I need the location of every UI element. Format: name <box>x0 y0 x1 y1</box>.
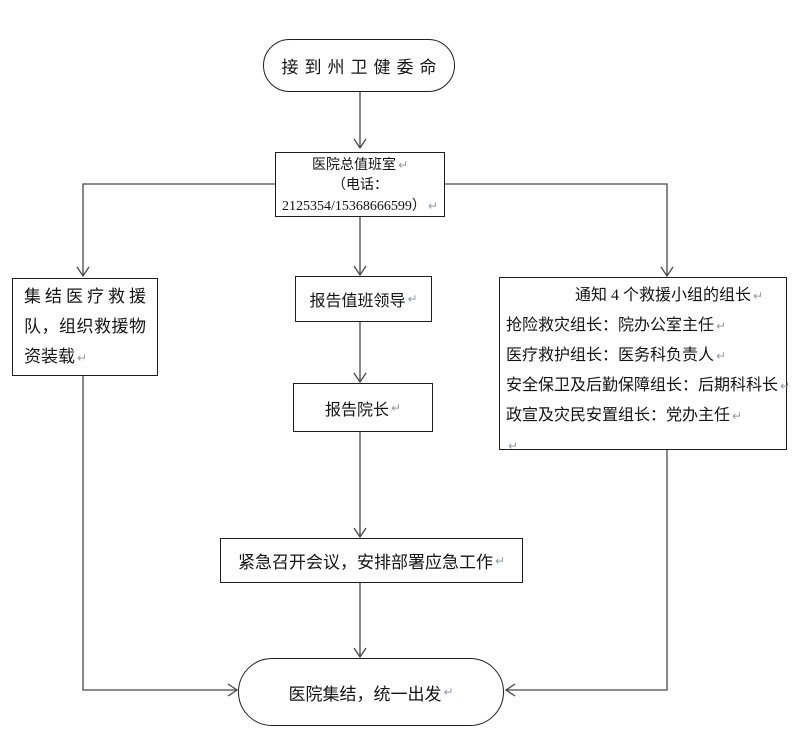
paragraph-mark-icon: ↵ <box>390 400 402 415</box>
paragraph-mark-icon: ↵ <box>443 685 454 699</box>
emergency-meeting-node: 紧急召开会议，安排部署应急工作↵ <box>220 538 523 583</box>
empty-paragraph: ↵ <box>500 431 786 461</box>
paragraph-mark-icon: ↵ <box>397 158 409 172</box>
duty-office-node: 医院总值班室↵ （电话： 2125354/15368666599）↵ <box>275 152 445 217</box>
duty-office-line3: 2125354/15368666599）↵ <box>282 199 438 214</box>
paragraph-mark-icon: ↵ <box>780 379 791 393</box>
notify-groups-node: 通知 4 个救援小组的组长↵ 抢险救灾组长：院办公室主任↵ 医疗救护组长：医务科… <box>499 277 791 453</box>
notify-groups-title: 通知 4 个救援小组的组长↵ <box>574 287 764 304</box>
arrow-notify-to-end <box>504 450 668 697</box>
report-duty-leader-label: 报告值班领导 <box>309 293 406 310</box>
paragraph-mark-icon: ↵ <box>494 553 506 568</box>
arrow-start-to-duty-office <box>353 92 367 150</box>
arrow-duty-office-to-duty-leader <box>353 217 367 277</box>
assemble-team-label: 集结医疗救援队，组织救援物资装载 <box>24 287 146 366</box>
arrow-assemble-to-end <box>82 376 239 697</box>
end-label: 医院集结，统一出发 <box>288 684 442 704</box>
paragraph-mark-icon: ↵ <box>407 292 418 306</box>
notify-group-item: 安全保卫及后勤保障组长：后期科科长↵ <box>506 377 791 394</box>
start-node: 接到州卫健委命 <box>263 39 455 92</box>
paragraph-mark-icon: ↵ <box>508 439 519 453</box>
arrow-duty-leader-to-president <box>353 322 367 384</box>
paragraph-mark-icon: ↵ <box>77 351 88 365</box>
duty-office-line1: 医院总值班室↵ <box>311 158 409 173</box>
notify-group-item: 医疗救护组长：医务科负责人↵ <box>506 347 727 364</box>
paragraph-mark-icon: ↵ <box>427 199 438 213</box>
notify-group-item: 抢险救灾组长：院办公室主任↵ <box>506 317 727 334</box>
paragraph-mark-icon: ↵ <box>732 409 743 423</box>
duty-office-line2: （电话： <box>332 178 388 193</box>
report-president-label: 报告院长 <box>324 401 389 419</box>
arrow-meeting-to-end <box>353 583 367 659</box>
emergency-meeting-label: 紧急召开会议，安排部署应急工作 <box>237 553 493 572</box>
report-president-node: 报告院长↵ <box>293 383 433 432</box>
start-label: 接到州卫健委命 <box>281 58 443 77</box>
arrow-president-to-meeting <box>353 432 367 539</box>
arrow-duty-office-to-notify <box>445 183 674 278</box>
report-duty-leader-node: 报告值班领导↵ <box>295 276 432 322</box>
paragraph-mark-icon: ↵ <box>716 319 727 333</box>
arrow-duty-office-to-assemble <box>76 183 275 278</box>
end-node: 医院集结，统一出发↵ <box>238 658 504 726</box>
notify-group-item: 政宣及灾民安置组长：党办主任↵ <box>506 407 743 424</box>
assemble-team-node: 集结医疗救援队，组织救援物资装载↵ <box>12 278 158 376</box>
paragraph-mark-icon: ↵ <box>752 289 764 303</box>
paragraph-mark-icon: ↵ <box>716 349 727 363</box>
